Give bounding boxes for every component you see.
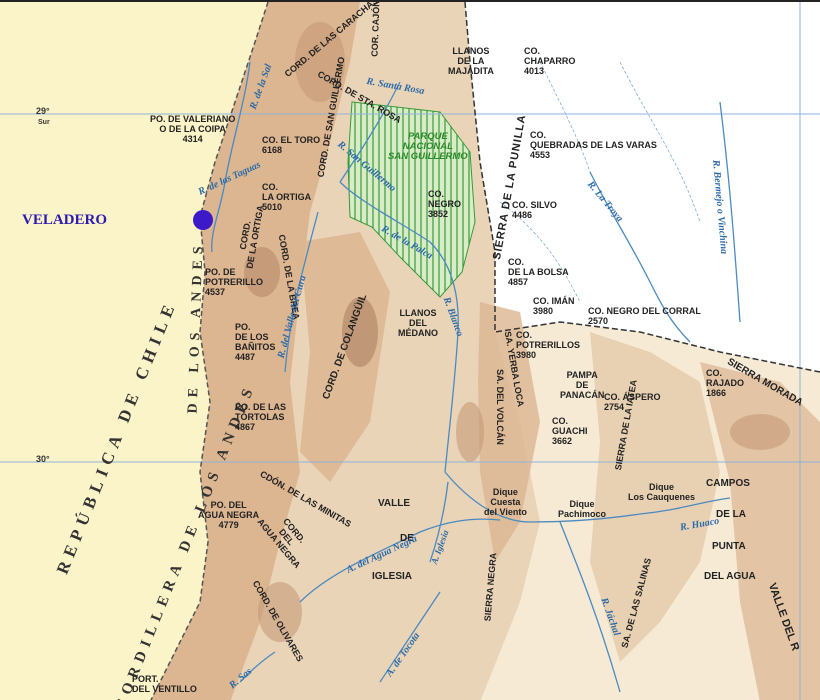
veladero-label[interactable]: VELADERO — [22, 212, 108, 228]
peak-label[interactable]: PO. DE POTRERILLO 4537 — [205, 267, 263, 297]
latitude-label: 30° — [36, 454, 50, 464]
peak-label[interactable]: CO. QUEBRADAS DE LAS VARAS 4553 — [530, 130, 657, 160]
place-label[interactable]: Dique Pachimoco — [558, 499, 607, 519]
latitude-sub: Sur — [38, 119, 50, 126]
peak-label[interactable]: CO. RAJADO 1866 — [706, 368, 745, 398]
place-label[interactable]: IGLESIA — [372, 571, 413, 582]
place-label[interactable]: LLANOS DE LA MAJADITA — [448, 46, 494, 76]
peak-label[interactable]: CO. ÁSPERO 2754 — [604, 392, 661, 412]
peak-label[interactable]: CO. IMÁN 3980 — [533, 296, 575, 316]
place-label[interactable]: DEL AGUA — [704, 571, 756, 582]
peak-label[interactable]: PO. DE VALERIANO O DE LA COIPA 4314 — [150, 114, 236, 144]
peak-label[interactable]: CO. CHAPARRO 4013 — [524, 46, 576, 76]
peak-label[interactable]: PO. DE LOS BAÑITOS 4487 — [235, 322, 276, 362]
place-label[interactable]: Dique Cuesta del Viento — [484, 487, 527, 517]
peak-label[interactable]: CO. LA ORTIGA 5010 — [262, 182, 312, 212]
veladero-marker[interactable] — [193, 210, 213, 230]
peak-label[interactable]: CO. SILVO 4486 — [512, 200, 557, 220]
place-label[interactable]: VALLE — [378, 498, 411, 509]
peak-label[interactable]: CO. POTRERILLOS 3980 — [516, 330, 581, 360]
peak-label[interactable]: PO. DEL AGUA NEGRA 4779 — [198, 500, 260, 530]
range-label[interactable]: SA. DEL VOLCÁN — [494, 369, 505, 445]
place-label[interactable]: PORT. DEL VENTILLO — [132, 674, 197, 694]
place-label[interactable]: Dique Los Cauquenes — [628, 482, 696, 502]
place-label[interactable]: LLANOS DEL MÉDANO — [398, 308, 438, 338]
peak-label[interactable]: CO. DE LA BOLSA 4857 — [508, 257, 569, 287]
peak-label[interactable]: CO. GUACHI 3662 — [552, 416, 588, 446]
place-label[interactable]: DE — [400, 533, 414, 544]
place-label[interactable]: PAMPA DE PANACÁN — [560, 370, 605, 400]
place-label[interactable]: DE LA — [716, 509, 746, 520]
peak-label[interactable]: CO. EL TORO 6168 — [262, 135, 321, 155]
peak-label[interactable]: CO. NEGRO DEL CORRAL 2570 — [588, 306, 701, 326]
place-label[interactable]: CAMPOS — [706, 478, 750, 489]
peak-label[interactable]: PO. DE LAS TÓRTOLAS 4867 — [235, 402, 287, 432]
peak-label[interactable]: CO. NEGRO 3852 — [428, 189, 462, 219]
place-label[interactable]: PUNTA — [712, 541, 746, 552]
latitude-label: 29° — [36, 106, 50, 116]
park-label[interactable]: PARQUE NACIONAL SAN GUILLERMO — [388, 131, 468, 162]
